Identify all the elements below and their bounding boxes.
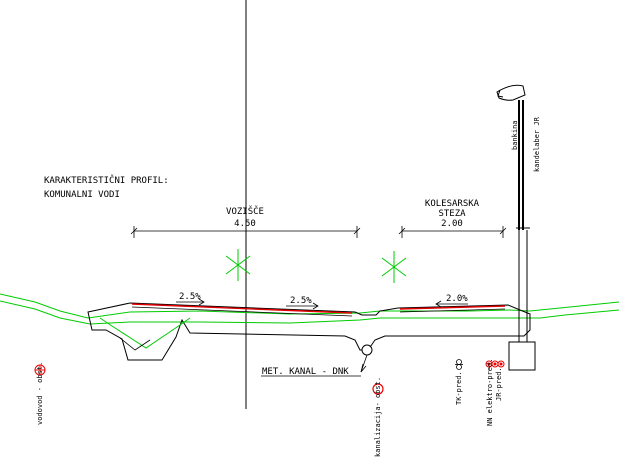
- surface-line-cycle-under: [399, 308, 506, 313]
- vodovod-label: vodovod - obst.: [36, 362, 44, 425]
- surface-line-carriageway: [131, 303, 353, 314]
- slope-left-value: 2.5%: [179, 292, 201, 302]
- terrain-line-lower: [0, 300, 619, 325]
- sewer-pipe-symbol: [372, 383, 384, 395]
- channel-label: MET. KANAL - DNK: [262, 367, 349, 377]
- slope-left: 2.5%: [176, 292, 205, 306]
- surface-line-carriageway-under: [131, 306, 353, 317]
- cycle-lane-name-2: STEZA: [438, 209, 466, 219]
- carriageway-width: 4.50: [234, 219, 256, 229]
- nn-electro-label: NN elektro-pred.: [486, 359, 494, 426]
- kanalizacija-label: kanalizacija- obst.: [374, 377, 382, 457]
- slope-right: 2.0%: [435, 294, 468, 308]
- metal-channel: MET. KANAL - DNK: [261, 344, 373, 377]
- nn-electro-symbol: [485, 360, 505, 368]
- title-line-2: KOMUNALNI VODI: [44, 190, 120, 200]
- tk-label: TK-pred.: [455, 371, 463, 405]
- dimension-carriageway: VOZIŠČE 4.50: [130, 205, 361, 238]
- bankina-label: bankina: [511, 120, 519, 150]
- slope-middle: 2.5%: [286, 296, 319, 310]
- green-marker-right: [381, 251, 407, 283]
- dimension-cycle-lane: KOLESARSKA STEZA 2.00: [398, 199, 507, 238]
- tk-symbol: [455, 359, 463, 370]
- cycle-lane-name-1: KOLESARSKA: [425, 199, 480, 209]
- cycle-lane-width: 2.00: [441, 219, 463, 229]
- lamp-head-icon: [496, 84, 526, 101]
- carriageway-name: VOZIŠČE: [226, 205, 264, 217]
- terrain-line-upper: [0, 293, 619, 319]
- kandelaber-label: kandelaber JR: [533, 116, 541, 172]
- road-body-outline: [87, 302, 531, 361]
- title-line-1: KARAKTERISTIČNI PROFIL:: [44, 174, 169, 186]
- slope-middle-value: 2.5%: [290, 296, 312, 306]
- water-pipe-symbol: [34, 364, 46, 376]
- surface-line-cycle: [399, 305, 506, 310]
- green-marker-left: [225, 249, 251, 281]
- left-ditch-green: [99, 317, 191, 349]
- street-lamp: [496, 84, 536, 371]
- jr-label: JR-pred.: [495, 367, 503, 401]
- slope-right-value: 2.0%: [446, 294, 468, 304]
- left-ditch-inner: [119, 337, 151, 351]
